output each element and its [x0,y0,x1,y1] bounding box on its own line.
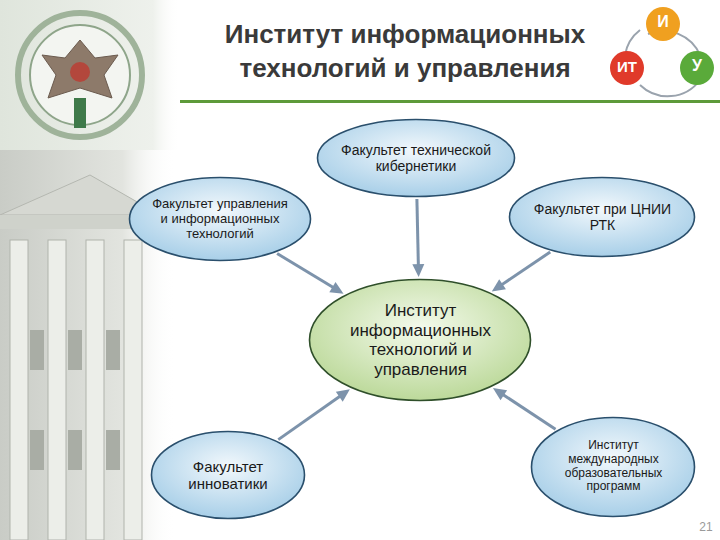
arrow-connector [278,389,350,439]
logo-letter: ИТ [610,58,644,75]
node-text: Факультет при ЦНИИ РТК [529,201,676,233]
logo-letter: У [680,57,714,75]
arrow-connector [277,254,343,294]
arrow-connector [412,199,424,277]
unit-ellipse: Факультет при ЦНИИ РТК [508,176,696,258]
node-text: Институт информационных технологий и упр… [333,301,508,379]
unit-ellipse: Институт международных образовательных п… [530,416,696,518]
node-text: Институт международных образовательных п… [549,439,678,494]
node-text: Факультет технической кибернетики [338,142,494,174]
ellipse-outline [308,278,532,402]
unit-ellipse: Факультет технической кибернетики [316,118,516,198]
hub-ellipse: Институт информационных технологий и упр… [308,278,532,402]
page-number: 21 [696,520,716,534]
diagram-title: Институт информационных технологий и упр… [175,18,635,86]
node-text: Факультет инноватики [167,458,289,493]
arrow-connector [493,388,556,429]
logo-letter: И [646,13,680,31]
unit-ellipse: Факультет инноватики [150,430,306,520]
node-text: Факультет управления и информационных те… [148,197,292,242]
unit-ellipse: Факультет управления и информационных те… [128,176,312,262]
arrow-connector [492,252,550,291]
